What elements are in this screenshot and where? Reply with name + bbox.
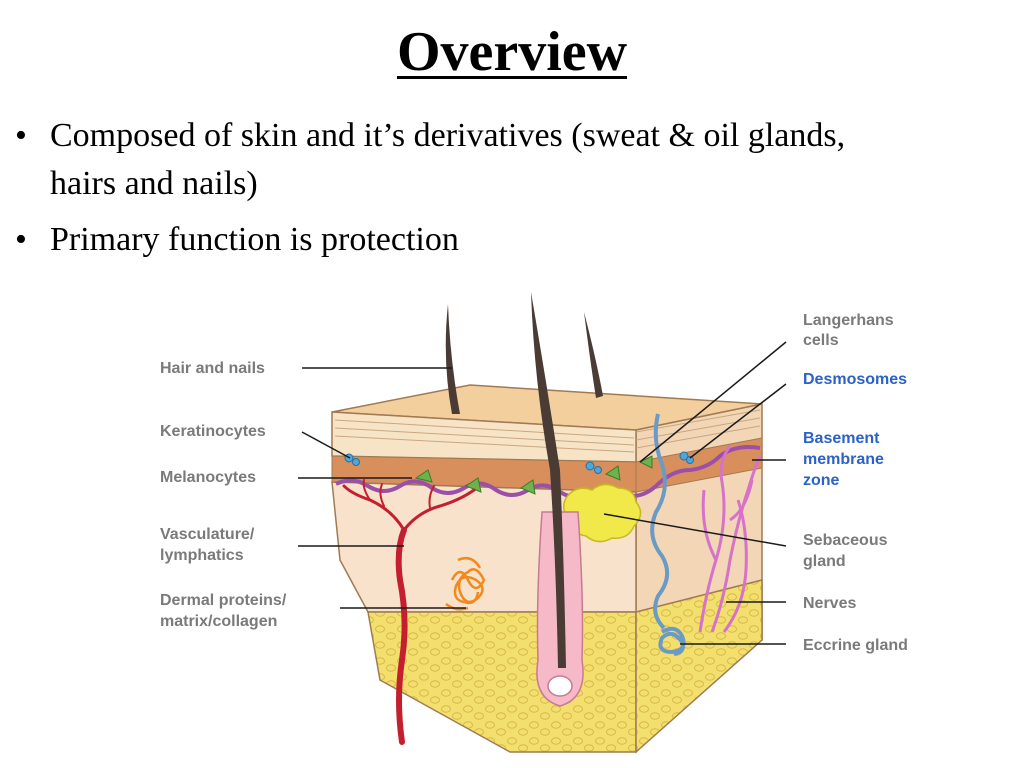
bullet-dot-icon: • bbox=[15, 221, 27, 258]
bullet-list: • Composed of skin and it’s derivatives … bbox=[0, 112, 1024, 272]
nerve-fibers bbox=[698, 445, 762, 633]
melanocyte-cells bbox=[414, 455, 653, 495]
label-eccrine-gland: Eccrine gland bbox=[803, 637, 908, 654]
label-basement-line1: Basement bbox=[803, 430, 880, 447]
label-dermal-proteins-line1: Dermal proteins/ bbox=[160, 592, 287, 609]
bullet-text: Composed of skin and it’s derivatives (s… bbox=[50, 117, 846, 202]
label-hair-and-nails: Hair and nails bbox=[160, 360, 265, 377]
label-dermal-proteins-line2: matrix/collagen bbox=[160, 613, 277, 630]
slide-title: Overview bbox=[396, 21, 628, 83]
label-sebaceous-line2: gland bbox=[803, 553, 846, 570]
collagen-fibers bbox=[445, 557, 486, 611]
label-melanocytes: Melanocytes bbox=[160, 469, 256, 486]
bullet-dot-icon: • bbox=[15, 117, 27, 154]
label-vasculature-line2: lymphatics bbox=[160, 547, 244, 564]
label-keratinocytes: Keratinocytes bbox=[160, 423, 266, 440]
blood-vessels bbox=[342, 479, 476, 745]
bullet-item: • Primary function is protection bbox=[0, 216, 910, 264]
label-basement-line3: zone bbox=[803, 472, 840, 489]
leader-lines bbox=[298, 341, 787, 645]
label-langerhans-line1: Langerhans bbox=[803, 312, 894, 329]
label-nerves: Nerves bbox=[803, 595, 856, 612]
label-desmosomes: Desmosomes bbox=[803, 371, 907, 388]
hair-shafts bbox=[445, 292, 603, 668]
subcutaneous-fat bbox=[367, 611, 637, 753]
bullet-item: • Composed of skin and it’s derivatives … bbox=[0, 112, 910, 208]
basement-membrane bbox=[335, 445, 761, 499]
label-langerhans-line2: cells bbox=[803, 332, 839, 349]
label-basement-line2: membrane bbox=[803, 451, 884, 468]
label-vasculature-line1: Vasculature/ bbox=[160, 526, 255, 543]
bullet-text: Primary function is protection bbox=[50, 221, 459, 258]
label-sebaceous-line1: Sebaceous bbox=[803, 532, 888, 549]
